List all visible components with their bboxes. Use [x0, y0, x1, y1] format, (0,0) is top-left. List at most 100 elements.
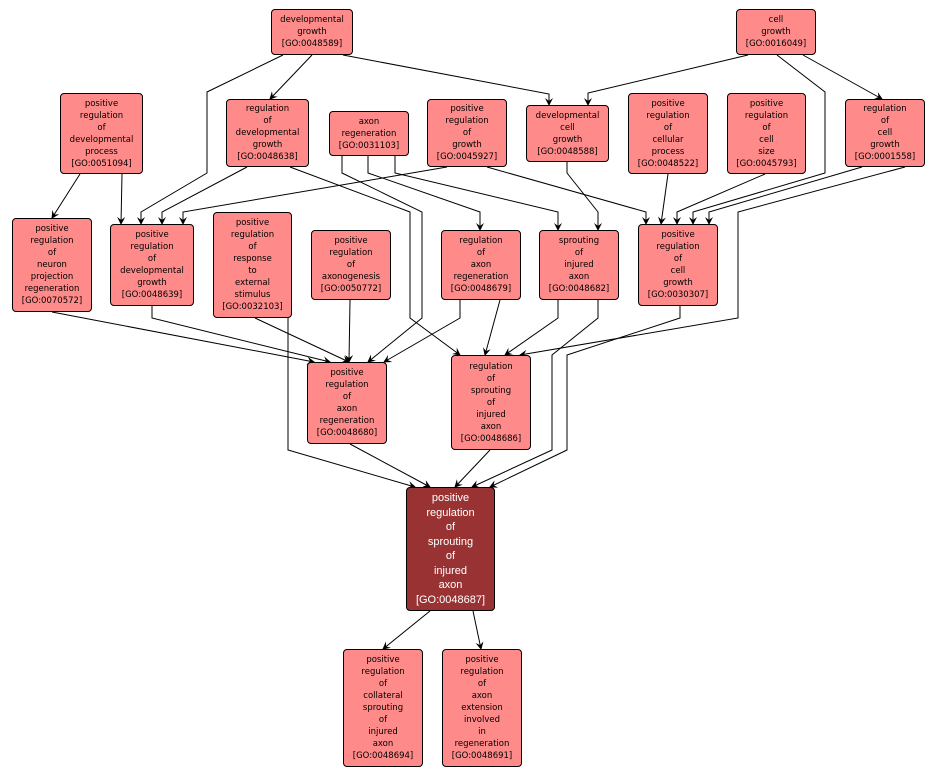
edge-n4-n12	[158, 166, 248, 225]
edge-n7-n16	[566, 162, 602, 231]
go-term-node[interactable]: positive regulation of axonogenesis [GO:0…	[311, 230, 391, 300]
edge-n1-n12	[137, 54, 284, 225]
go-term-label: positive regulation of neuron projection…	[24, 224, 80, 294]
go-term-node[interactable]: positive regulation of developmental gro…	[110, 224, 194, 306]
go-term-node[interactable]: positive regulation of developmental pro…	[60, 93, 143, 174]
go-term-label: regulation of axon regeneration	[453, 236, 509, 282]
go-term-node[interactable]: positive regulation of response to exter…	[213, 212, 292, 318]
go-term-id: [GO:0051094]	[71, 158, 132, 169]
go-term-id: [GO:0048679]	[450, 284, 512, 294]
go-term-id: [GO:0048589]	[281, 39, 343, 49]
go-term-node[interactable]: axon regeneration[GO:0031103]	[329, 111, 409, 156]
edge-n20-n22	[472, 610, 484, 650]
go-term-node[interactable]: positive regulation of axon regeneration…	[307, 362, 387, 444]
edge-n17-n20	[489, 306, 681, 488]
edge-n20-n21	[382, 610, 431, 650]
go-term-label: positive regulation of developmental gro…	[120, 230, 184, 288]
go-term-label: positive regulation of axon regeneration	[319, 368, 375, 426]
go-term-label: cell growth	[761, 15, 791, 37]
go-term-node[interactable]: positive regulation of growth [GO:0045927…	[427, 99, 507, 167]
go-term-node[interactable]: positive regulation of neuron projection…	[12, 218, 92, 312]
go-term-label: positive regulation of developmental pro…	[69, 98, 134, 157]
go-term-label: positive regulation of collateral sprout…	[361, 655, 405, 749]
go-term-node[interactable]: positive regulation of axon extension in…	[442, 649, 522, 767]
go-term-label: positive regulation of cell size	[744, 98, 789, 157]
edge-n15-n18	[383, 300, 461, 363]
edge-n10-n19	[519, 166, 906, 358]
edge-n6-n12	[179, 166, 448, 225]
go-term-node[interactable]: cell growth [GO:0016049]	[736, 9, 816, 55]
go-term-id: [GO:0070572]	[21, 296, 83, 306]
go-term-id: [GO:0048691]	[451, 751, 513, 761]
go-term-label: axon regeneration	[341, 116, 397, 139]
edge-n4-n19	[289, 166, 461, 356]
edge-n10-n17	[705, 166, 863, 225]
go-term-label: positive regulation of axonogenesis	[321, 236, 381, 282]
go-term-node-focus[interactable]: positive regulation of sprouting of inju…	[406, 487, 495, 611]
go-term-label: positive regulation of axon extension in…	[454, 655, 510, 749]
go-term-node[interactable]: regulation of sprouting of injured axon[…	[451, 355, 531, 450]
edge-n13-n18	[254, 317, 350, 363]
edge-n2-n7	[584, 54, 749, 106]
edge-n18-n20	[349, 443, 431, 488]
edge-n1-n4	[269, 54, 313, 100]
go-term-id: [GO:0016049]	[745, 39, 807, 49]
go-term-label: developmental growth	[280, 15, 344, 37]
edge-n9-n17	[673, 173, 766, 225]
go-term-node[interactable]: positive regulation of cellular process[…	[628, 93, 708, 174]
go-term-id: [GO:0048522]	[637, 158, 699, 169]
go-term-id: [GO:0045793]	[736, 158, 797, 169]
go-term-id: [GO:0032103]	[222, 302, 283, 312]
go-term-id: [GO:0031103]	[338, 140, 400, 151]
go-term-label: developmental cell growth	[535, 110, 600, 145]
go-term-id: [GO:0048638]	[237, 152, 298, 162]
edge-n12-n18	[151, 306, 331, 365]
edge-n19-n20	[454, 449, 491, 488]
edge-n5-n15	[367, 156, 484, 231]
go-term-id: [GO:0048639]	[121, 290, 183, 300]
edge-n12-n20	[287, 318, 416, 489]
edge-n2-n10	[802, 54, 883, 100]
go-term-node[interactable]: regulation of axon regeneration [GO:00486…	[441, 230, 521, 300]
go-term-id: [GO:0048682]	[548, 284, 610, 294]
edge-n2-n17	[689, 54, 826, 225]
edge-n15-n19	[482, 299, 501, 356]
edge-n16-n19	[504, 300, 559, 356]
go-term-label: sprouting of injured axon	[558, 236, 600, 282]
go-term-node[interactable]: sprouting of injured axon [GO:0048682]	[539, 230, 619, 300]
go-term-label: positive regulation of cellular process	[646, 98, 690, 157]
go-term-label: positive regulation of sprouting of inju…	[426, 492, 475, 591]
go-term-id: [GO:0048680]	[316, 428, 378, 438]
go-term-label: positive regulation of growth	[445, 104, 489, 150]
go-term-label: regulation of sprouting of injured axon	[469, 361, 513, 432]
go-term-node[interactable]: regulation of developmental growth [GO:00…	[226, 99, 309, 167]
go-term-node[interactable]: regulation of cell growth [GO:0001558]	[845, 99, 925, 167]
go-term-id: [GO:0045927]	[436, 152, 498, 162]
edge-n14-n18	[345, 299, 354, 363]
go-term-node[interactable]: positive regulation of collateral sprout…	[343, 649, 423, 767]
edge-n11-n18	[51, 311, 315, 365]
go-term-label: positive regulation of response to exter…	[230, 218, 275, 300]
go-term-id: [GO:0050772]	[320, 284, 382, 294]
edge-n3-n11	[51, 173, 81, 219]
go-term-id: [GO:0048686]	[460, 433, 522, 444]
go-term-id: [GO:0001558]	[854, 152, 916, 162]
go-term-id: [GO:0048588]	[537, 146, 598, 157]
edge-n6-n17	[486, 166, 650, 225]
edge-n8-n17	[658, 173, 669, 225]
edge-n5-n18	[341, 156, 423, 363]
go-term-node[interactable]: positive regulation of cell size[GO:0045…	[727, 93, 806, 174]
go-term-label: regulation of developmental growth	[235, 104, 300, 150]
go-term-id: [GO:0030307]	[647, 290, 709, 300]
go-term-node[interactable]: developmental cell growth[GO:0048588]	[526, 105, 609, 162]
go-term-id: [GO:0048687]	[415, 593, 486, 606]
edge-n1-n7	[342, 54, 553, 106]
go-term-node[interactable]: positive regulation of cell growth [GO:00…	[638, 224, 718, 306]
edge-n16-n20	[471, 300, 599, 488]
go-term-node[interactable]: developmental growth [GO:0048589]	[271, 9, 353, 55]
edge-n5-n16	[394, 156, 562, 231]
go-term-label: regulation of cell growth	[863, 104, 907, 150]
go-term-label: positive regulation of cell growth	[656, 230, 700, 288]
